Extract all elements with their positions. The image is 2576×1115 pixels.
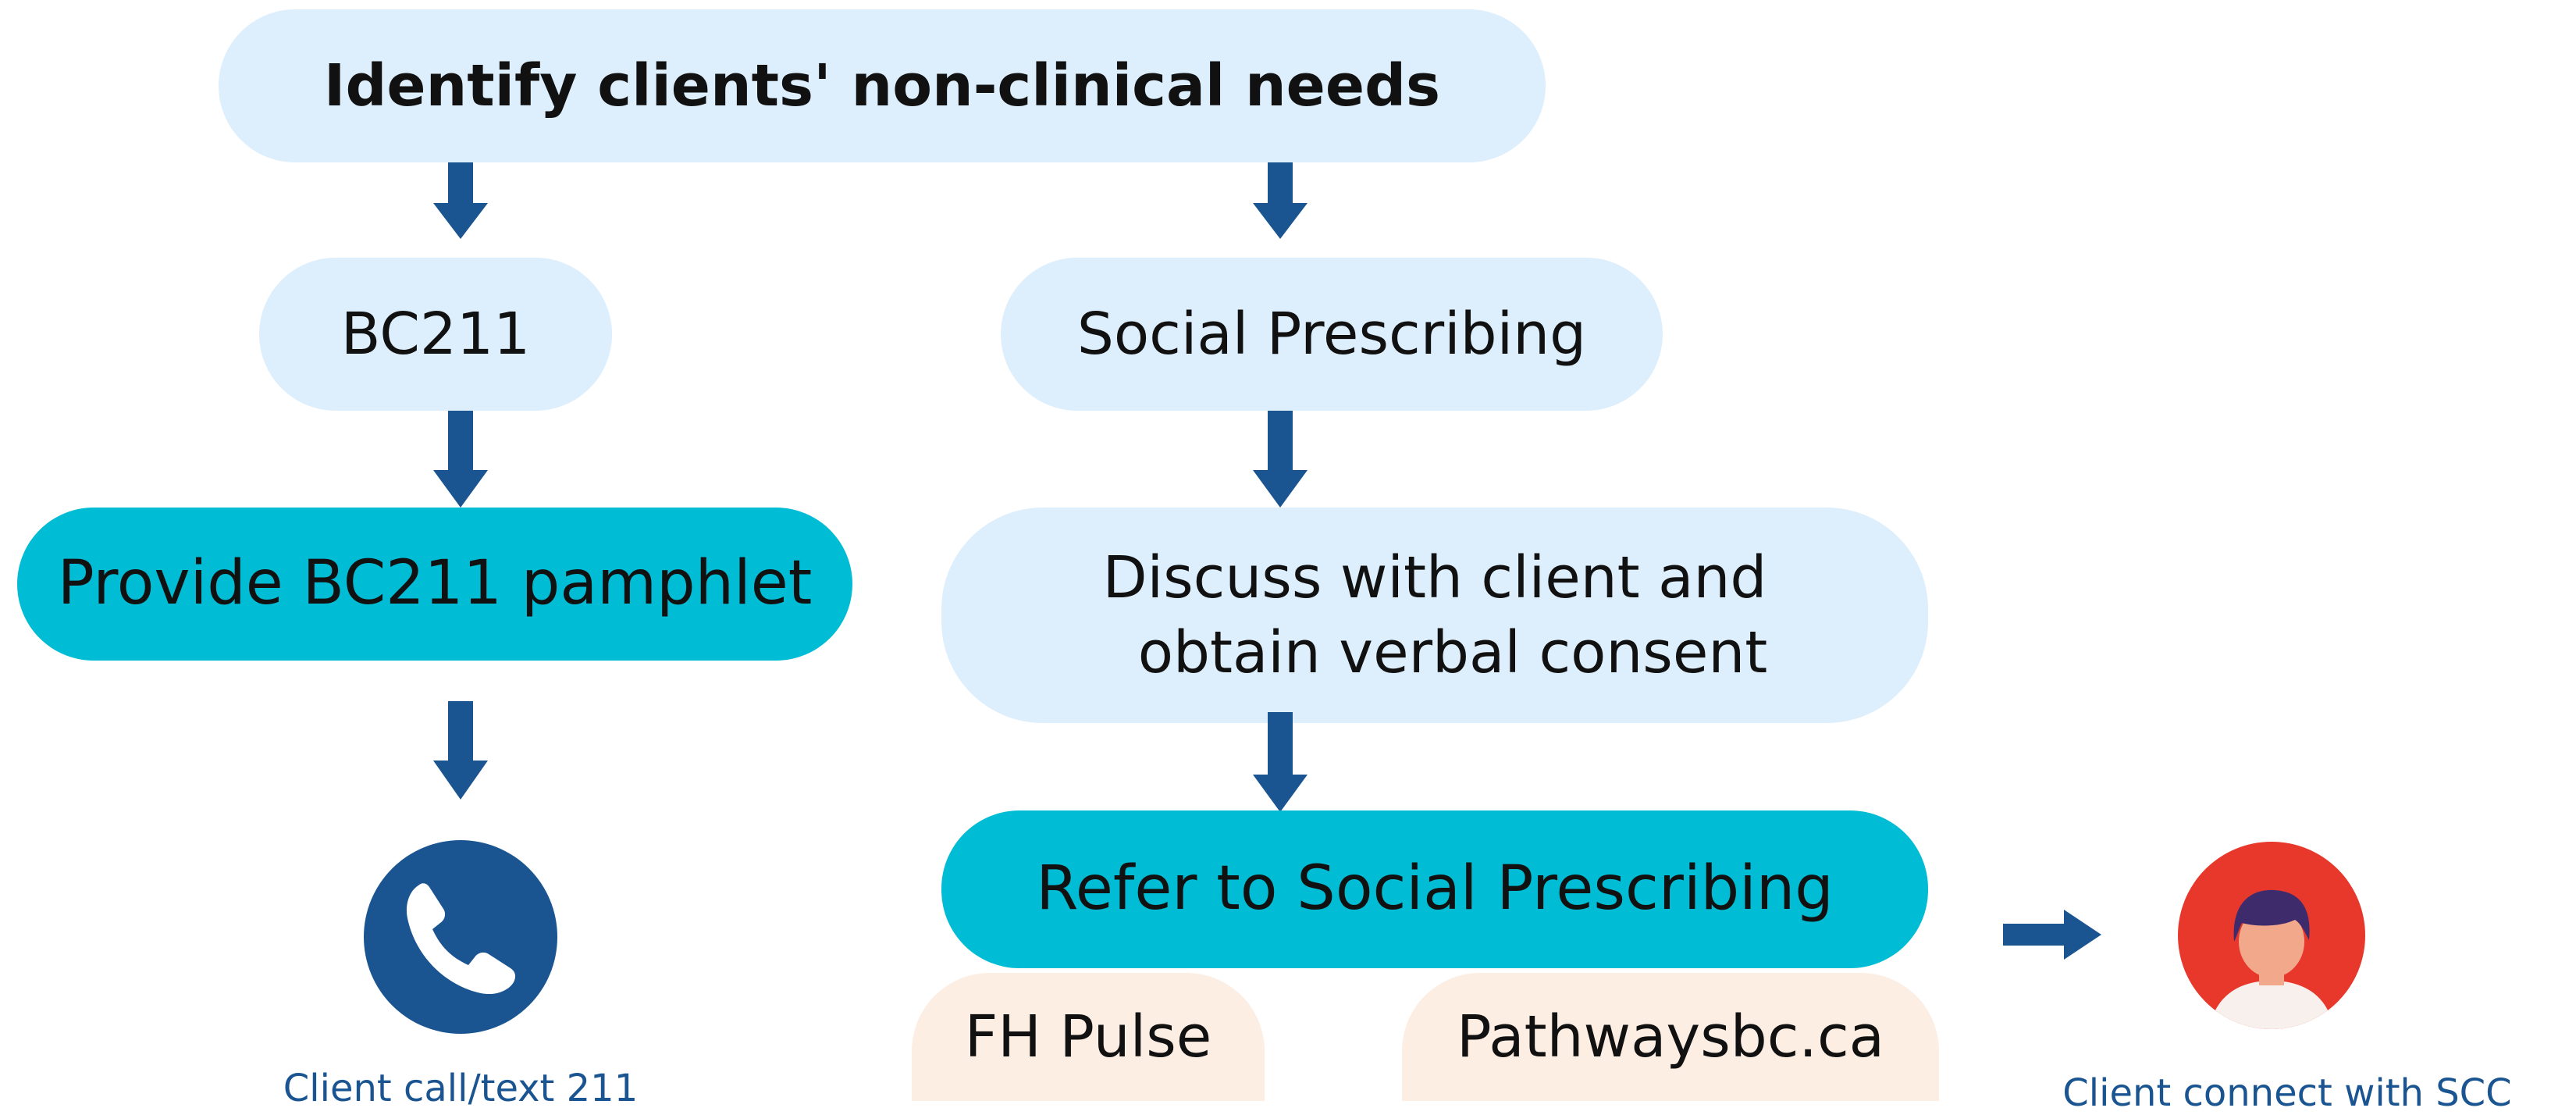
node-social-prescribing: Social Prescribing	[1001, 258, 1663, 411]
node-provide-pamphlet: Provide BC211 pamphlet	[17, 508, 852, 661]
node-discuss-line1: Discuss with client and	[1102, 543, 1767, 611]
node-pathwaysbc: Pathwaysbc.ca	[1402, 973, 1939, 1101]
caption-phone: Client call/text 211	[283, 1067, 639, 1110]
node-discuss-line2: obtain verbal consent	[1137, 619, 1768, 686]
phone-icon	[364, 840, 557, 1034]
arrow-down-icon	[1253, 411, 1308, 508]
node-identify-needs: Identify clients' non-clinical needs	[219, 9, 1546, 162]
arrow-down-icon	[433, 162, 488, 239]
arrow-right-icon	[2003, 910, 2101, 960]
node-social-prescribing-label: Social Prescribing	[1076, 300, 1587, 368]
node-pathwaysbc-label: Pathwaysbc.ca	[1457, 1003, 1884, 1070]
arrow-down-icon	[433, 701, 488, 800]
node-fh-pulse: FH Pulse	[912, 973, 1265, 1101]
node-bc211-label: BC211	[340, 300, 531, 368]
node-bc211: BC211	[259, 258, 612, 411]
arrow-down-icon	[433, 411, 488, 508]
person-avatar-icon	[2178, 842, 2365, 1029]
node-discuss-consent: Discuss with client and obtain verbal co…	[941, 508, 1928, 723]
caption-person: Client connect with SCC	[2062, 1071, 2512, 1115]
arrow-down-icon	[1253, 162, 1308, 239]
node-fh-pulse-label: FH Pulse	[964, 1003, 1212, 1070]
node-provide-pamphlet-label: Provide BC211 pamphlet	[57, 548, 813, 619]
node-identify-needs-label: Identify clients' non-clinical needs	[323, 52, 1441, 119]
node-refer-label: Refer to Social Prescribing	[1036, 853, 1834, 924]
arrow-down-icon	[1253, 712, 1308, 812]
node-refer-social-prescribing: Refer to Social Prescribing	[941, 810, 1928, 968]
